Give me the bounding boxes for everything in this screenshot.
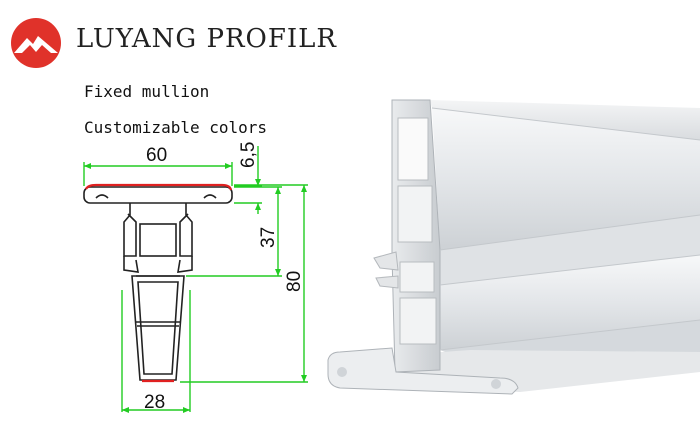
dim-upper-height: 37 [258,227,279,248]
brand-name: LUYANG PROFILR [76,24,337,54]
red-seal-lines [85,183,233,383]
dim-flange-height: 6,5 [238,142,259,168]
caption-customizable-colors: Customizable colors [84,118,268,137]
dimension-lines [83,146,308,412]
dim-total-height: 80 [284,271,305,292]
cross-section-outline [83,186,233,381]
dimension-arrows [84,163,307,413]
caption-fixed-mullion: Fixed mullion [84,82,210,101]
dim-bottom-width: 28 [144,392,165,413]
profile-3d-render [327,99,700,395]
dim-top-width: 60 [146,145,167,166]
mountain-logo-icon [11,18,61,68]
